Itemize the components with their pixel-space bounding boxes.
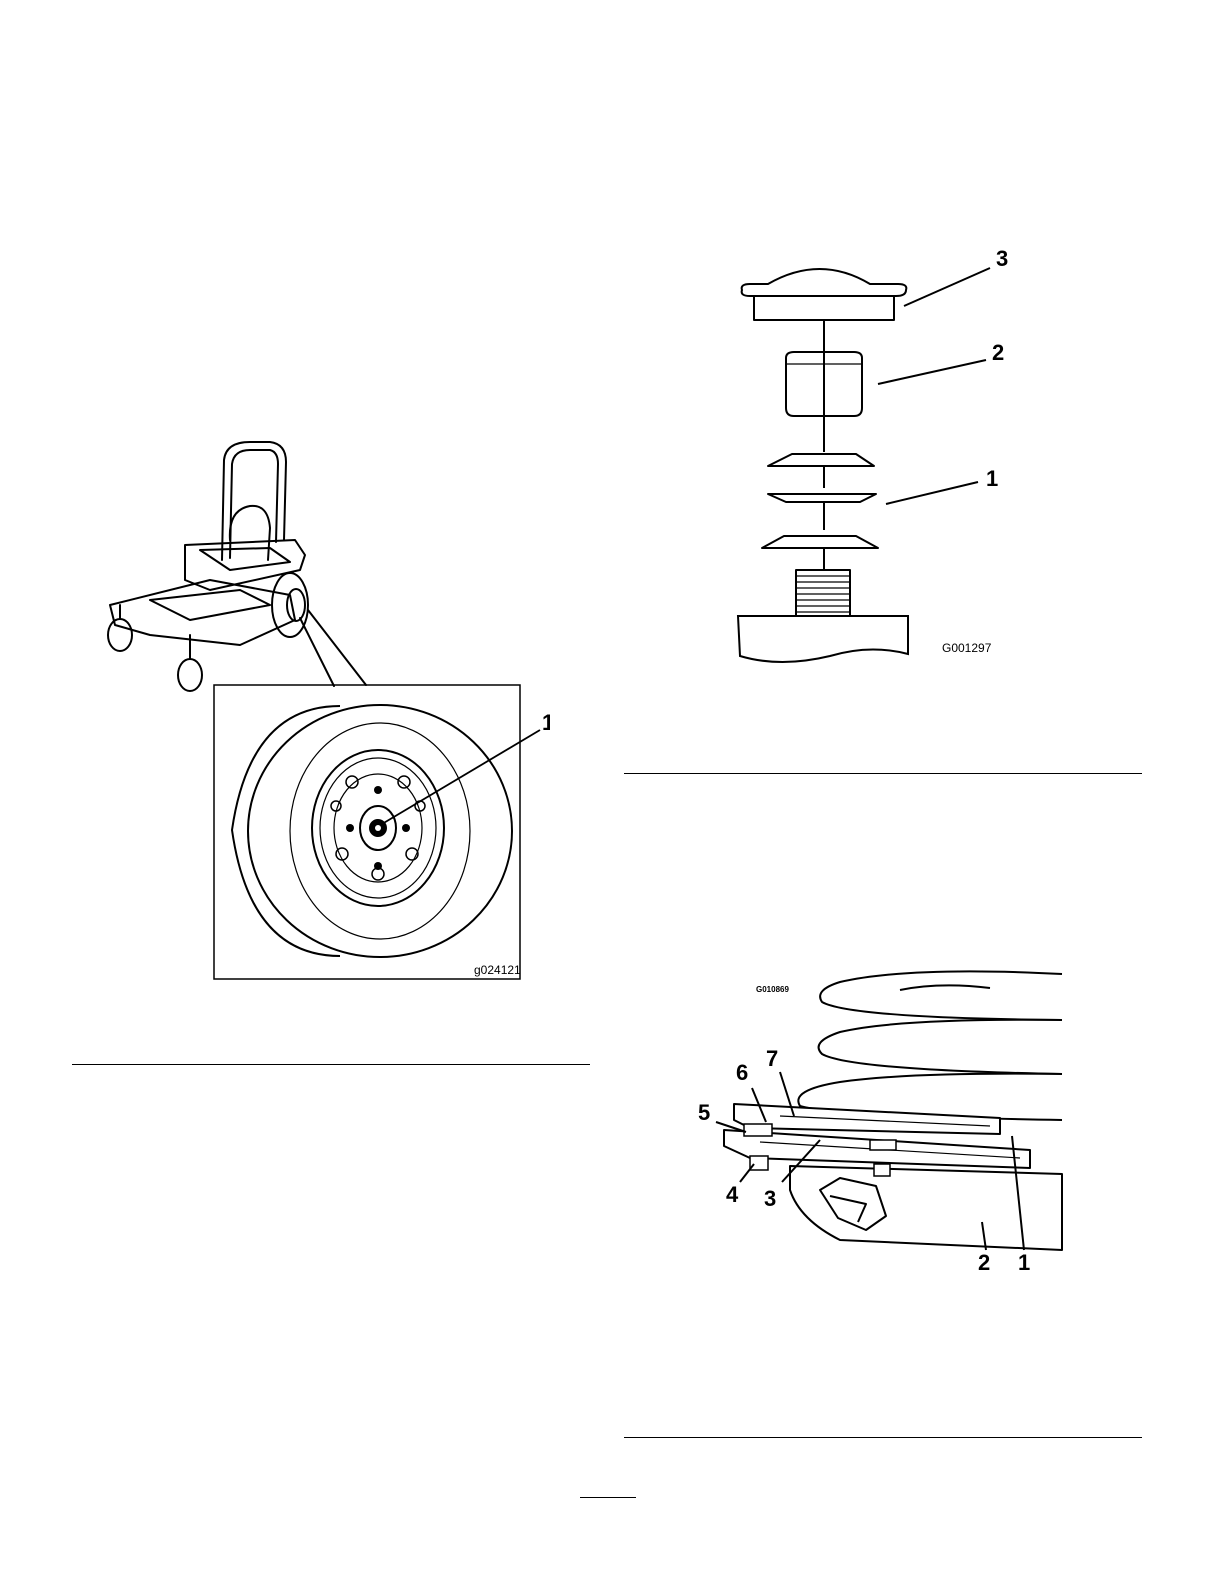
callout-2: 2 [978,1250,990,1275]
figure-mower-wheel: 1 g024121 [90,430,550,990]
callout-1: 1 [542,710,550,735]
figure-code: g024121 [474,963,521,977]
divider-rule [624,773,1142,774]
callout-3: 3 [764,1186,776,1211]
callout-5: 5 [698,1100,710,1125]
callout-7: 7 [766,1046,778,1071]
figure-clutch: G010869 7 6 5 4 3 2 1 [690,960,1070,1280]
figure-code: G001297 [942,641,992,655]
callout-4: 4 [726,1182,739,1207]
callout-2: 2 [992,340,1004,365]
divider-rule [624,1437,1142,1438]
callout-1: 1 [1018,1250,1030,1275]
page-footer-rule [580,1497,636,1498]
callout-1: 1 [986,466,998,491]
figure-blade-stack: 3 2 1 G001297 [720,240,1040,670]
figure-code: G010869 [756,985,789,994]
callout-6: 6 [736,1060,748,1085]
divider-rule [72,1064,590,1065]
callout-3: 3 [996,246,1008,271]
